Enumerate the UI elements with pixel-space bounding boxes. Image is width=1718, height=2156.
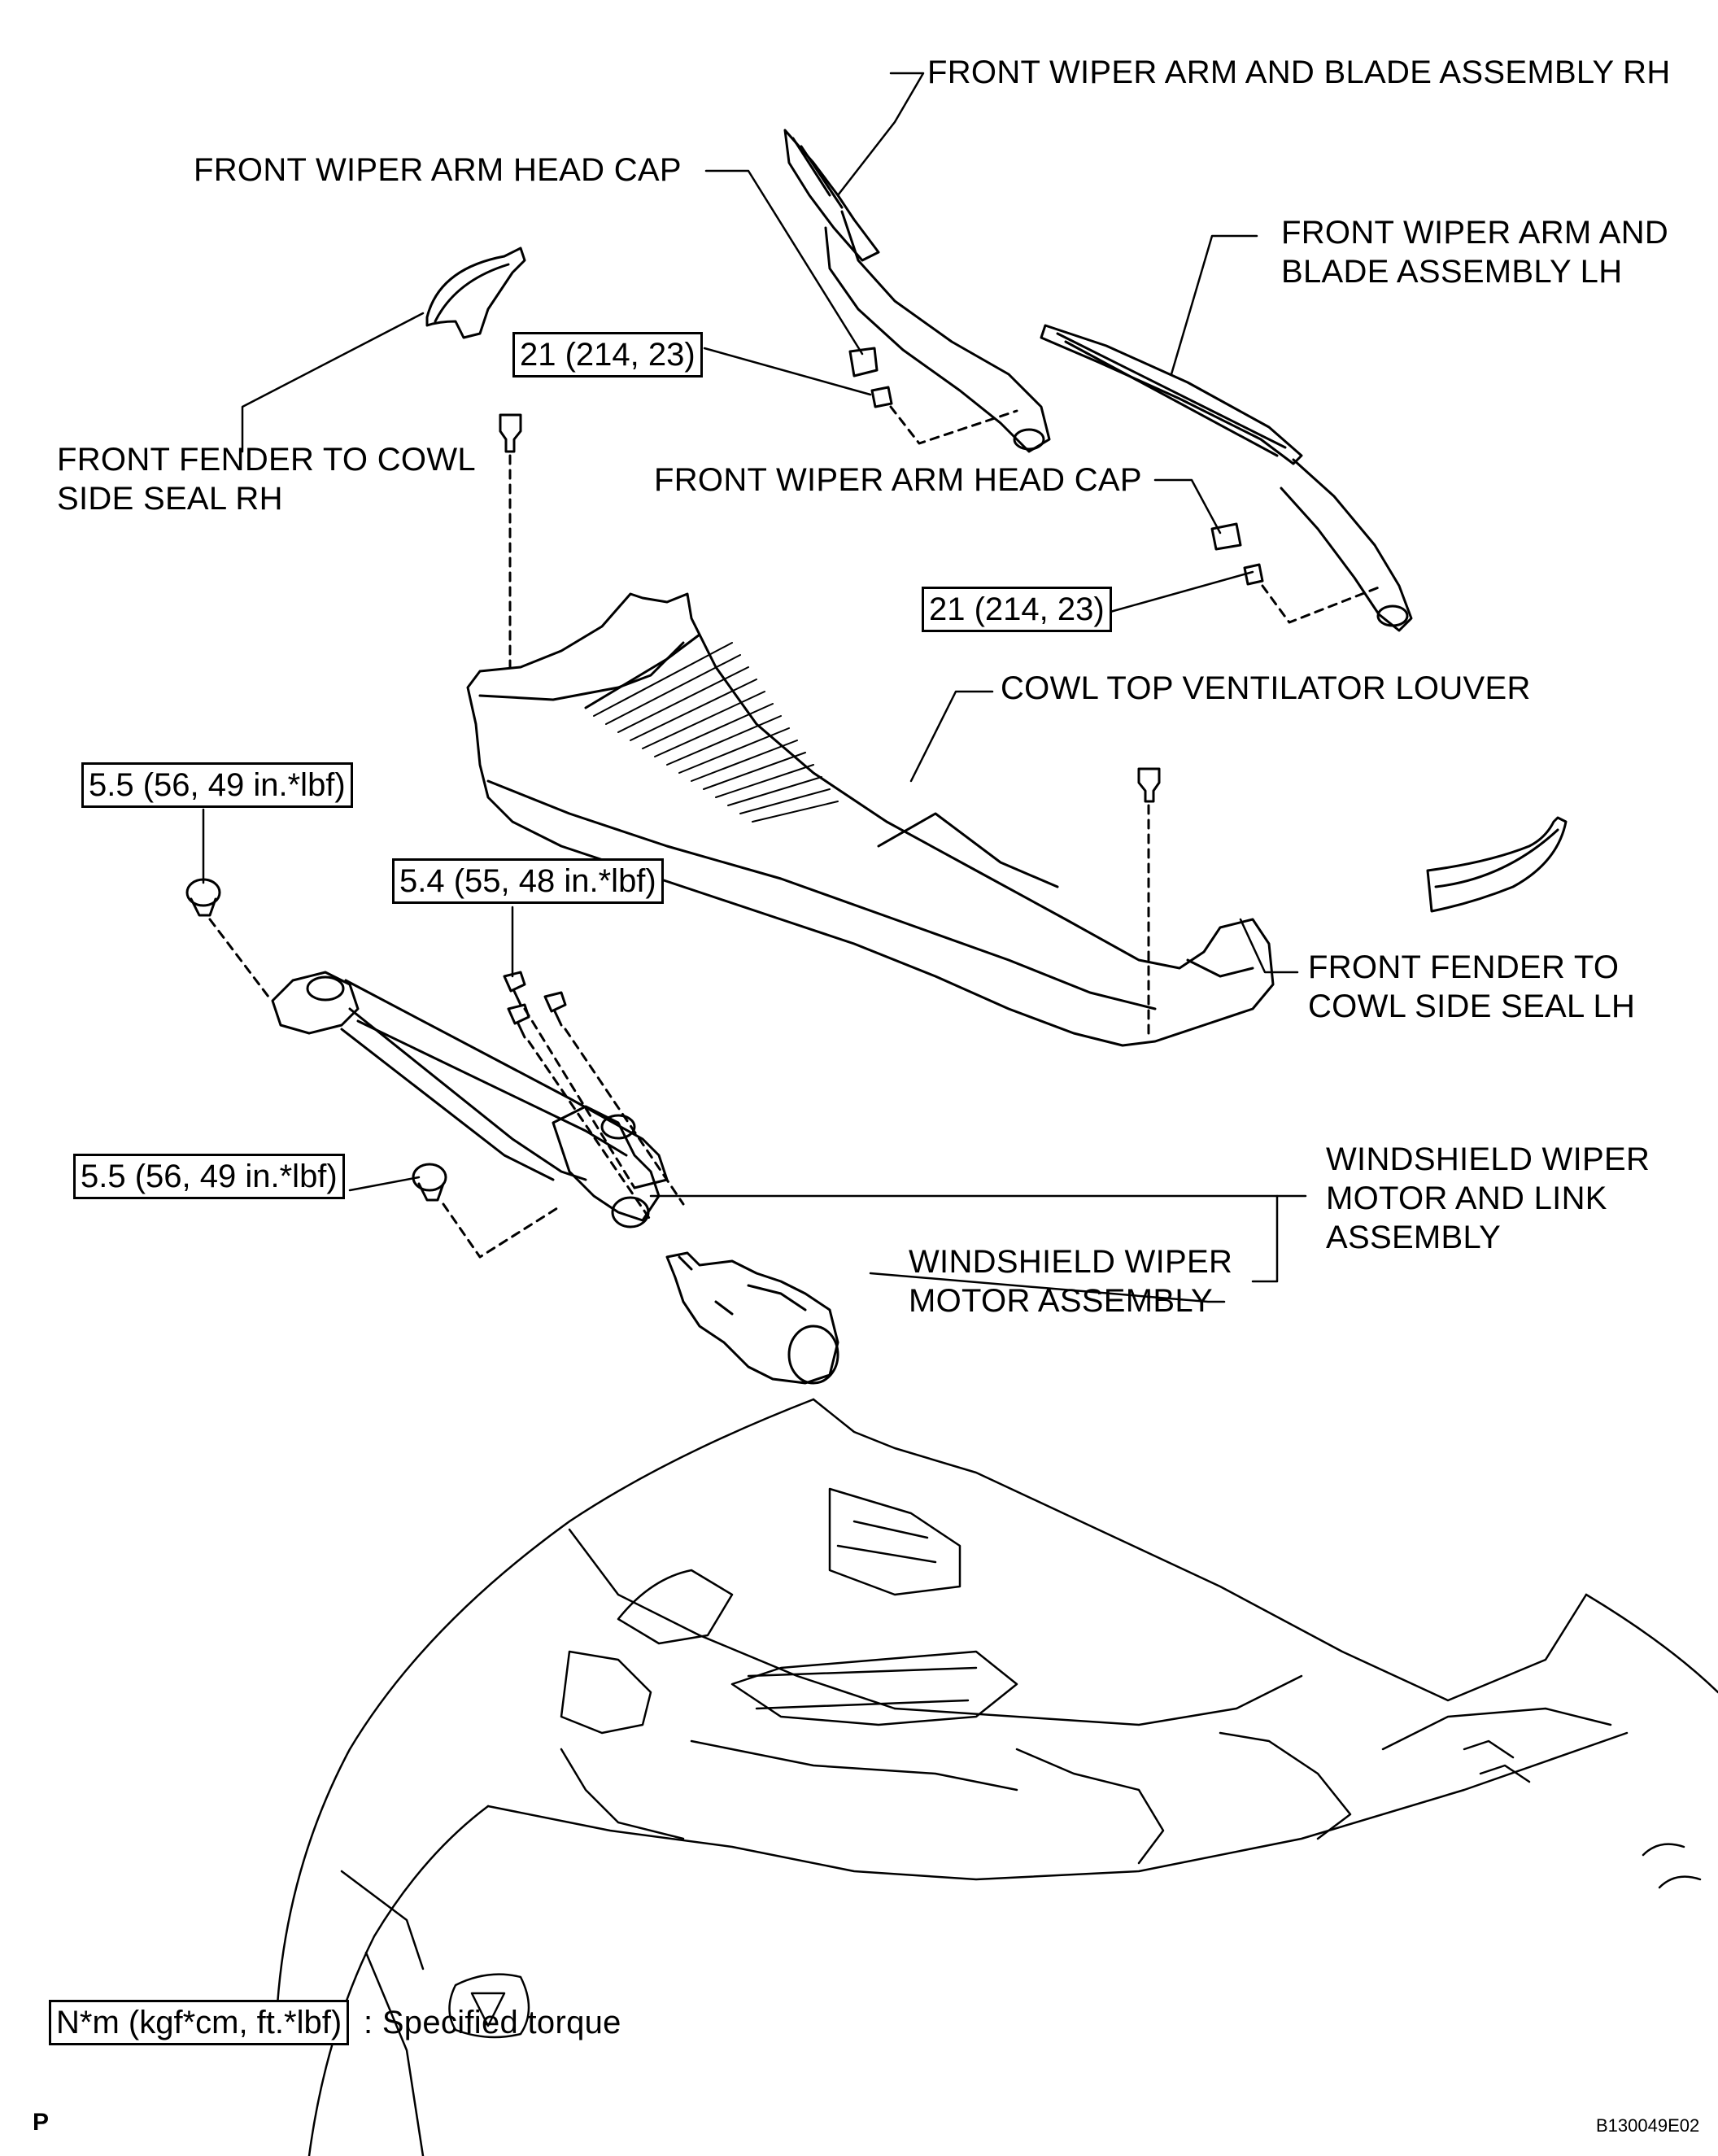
vehicle-engine-compartment xyxy=(275,1398,1718,2156)
wiper-arm-rh-part xyxy=(783,129,1051,453)
fender-seal-rh-part xyxy=(425,247,526,339)
label-wiper-arm-lh: FRONT WIPER ARM AND BLADE ASSEMBLY LH xyxy=(1281,215,1669,290)
head-cap-and-nut-lh xyxy=(1210,522,1384,624)
motor-bolts xyxy=(503,971,685,1222)
cowl-louver-part xyxy=(466,592,1275,1047)
label-head-cap-upper: FRONT WIPER ARM HEAD CAP xyxy=(194,152,682,188)
legend-description: : Specified torque xyxy=(364,2005,621,2040)
cowl-clip-left xyxy=(499,413,522,669)
legend-unit-box: N*m (kgf*cm, ft.*lbf) xyxy=(49,2000,350,2045)
page-mark: P xyxy=(33,2109,50,2136)
head-cap-and-nut-rh xyxy=(848,347,1018,445)
wiper-arm-lh-part xyxy=(1040,324,1413,632)
torque-motor-bolts: 5.4 (55, 48 in.*lbf) xyxy=(392,858,664,904)
fender-seal-lh-part xyxy=(1426,816,1568,913)
label-fender-seal-rh: FRONT FENDER TO COWL SIDE SEAL RH xyxy=(57,442,476,517)
label-fender-seal-lh: FRONT FENDER TO COWL SIDE SEAL LH xyxy=(1308,949,1636,1024)
torque-arm-rh-nut: 21 (214, 23) xyxy=(512,332,703,378)
cowl-clip-right xyxy=(1137,767,1161,1035)
label-motor: WINDSHIELD WIPER MOTOR ASSEMBLY xyxy=(909,1244,1233,1319)
label-head-cap-lower: FRONT WIPER ARM HEAD CAP xyxy=(654,462,1142,498)
figure-code: B130049E02 xyxy=(1596,2115,1700,2136)
leader-lines xyxy=(202,72,1307,1303)
wiper-motor-part xyxy=(665,1251,839,1385)
link-bolt-upper xyxy=(185,878,270,998)
torque-link-bolt-lower: 5.5 (56, 49 in.*lbf) xyxy=(73,1154,345,1199)
wiper-link-part xyxy=(271,971,669,1229)
torque-arm-lh-nut: 21 (214, 23) xyxy=(922,587,1112,632)
torque-link-bolt-upper: 5.5 (56, 49 in.*lbf) xyxy=(81,762,353,808)
label-wiper-arm-rh: FRONT WIPER ARM AND BLADE ASSEMBLY RH xyxy=(927,55,1671,90)
label-cowl-louver: COWL TOP VENTILATOR LOUVER xyxy=(1001,670,1531,706)
link-bolt-lower xyxy=(412,1163,559,1259)
label-motor-link: WINDSHIELD WIPER MOTOR AND LINK ASSEMBLY xyxy=(1326,1141,1650,1255)
